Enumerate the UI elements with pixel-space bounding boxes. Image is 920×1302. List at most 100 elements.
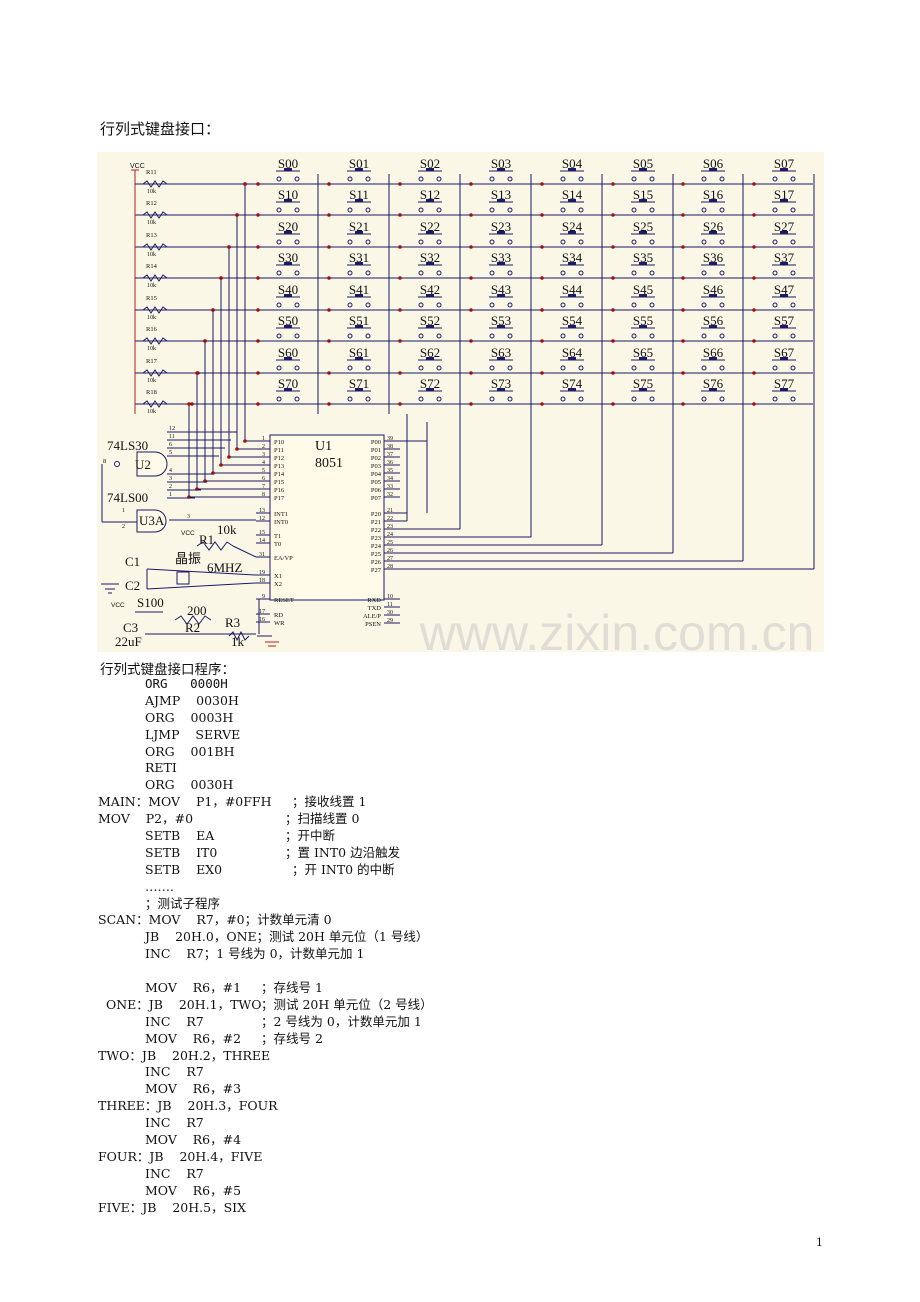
resistor-zigzag	[142, 306, 168, 314]
key-plunger	[426, 325, 434, 328]
key-label: S61	[349, 345, 369, 360]
key-label: S74	[562, 376, 583, 391]
key-contact	[701, 365, 707, 371]
code-comment: ；接收线置 1	[292, 794, 367, 810]
key-label: S13	[491, 187, 511, 202]
gate-u2-pin: 8	[103, 458, 106, 465]
key-plunger	[426, 168, 434, 171]
key-label: S01	[349, 156, 369, 171]
chip-name: U1	[315, 439, 332, 454]
junction-dot	[611, 402, 615, 406]
resistor-value: 10k	[147, 283, 156, 289]
junction-dot	[611, 245, 615, 249]
key-contact	[276, 365, 282, 371]
key-contact	[772, 333, 778, 339]
key-plunger	[639, 168, 647, 171]
key-label: S75	[633, 376, 653, 391]
code-line: ORG 0030H	[0, 777, 920, 794]
page-title: 行列式键盘接口：	[100, 120, 221, 138]
gate-u3a-pin-a: 1	[122, 508, 125, 514]
key-contact	[347, 176, 353, 182]
key-plunger	[709, 168, 717, 171]
key-plunger	[709, 231, 717, 234]
key-label: S14	[562, 187, 583, 202]
code-instruction: ORG 0030H	[145, 777, 234, 793]
key-contact	[649, 333, 655, 339]
junction-dot	[469, 245, 473, 249]
chip-part: 8051	[315, 456, 343, 471]
key-label: S46	[703, 282, 724, 297]
junction-dot	[681, 245, 685, 249]
code-label: MOV P2，#0	[98, 811, 194, 827]
gate-input-pin-number: 5	[169, 450, 172, 456]
key-contact	[276, 270, 282, 276]
junction-dot	[398, 245, 402, 249]
key-label: S72	[420, 376, 440, 391]
key-contact	[276, 176, 282, 182]
code-instruction: MOV R6，#1	[145, 980, 242, 996]
gate-u2-type: 74LS30	[107, 438, 148, 453]
key-contact	[719, 239, 725, 245]
key-label: S77	[774, 376, 795, 391]
key-plunger	[568, 262, 576, 265]
junction-dot	[540, 402, 544, 406]
key-contact	[701, 302, 707, 308]
key-contact	[436, 396, 442, 402]
gate-input-pin-number: 2	[169, 484, 172, 490]
code-instruction: INC R7	[145, 1064, 204, 1080]
key-label: S73	[491, 376, 511, 391]
code-line: INC R7；1 号线为 0，计数单元加 1	[0, 946, 920, 963]
key-label: S62	[420, 345, 440, 360]
code-instruction: RETI	[145, 760, 177, 776]
junction-dot	[752, 402, 756, 406]
chip-pin-label: RXD	[367, 597, 381, 604]
key-plunger	[284, 357, 292, 360]
key-label: S44	[562, 282, 583, 297]
key-contact	[418, 396, 424, 402]
r1-name: R1	[199, 532, 214, 547]
vcc-label: VCC	[130, 163, 145, 170]
key-plunger	[355, 199, 363, 202]
r1-value: 10k	[217, 522, 237, 537]
key-contact	[772, 365, 778, 371]
key-label: S65	[633, 345, 653, 360]
resistor-label: R15	[146, 295, 157, 302]
key-plunger	[568, 199, 576, 202]
key-label: S07	[774, 156, 795, 171]
key-contact	[418, 333, 424, 339]
code-line: MOV R6，#2；存线号 2	[0, 1031, 920, 1048]
junction-dot	[195, 371, 199, 375]
gate-input-pin-number: 6	[169, 442, 172, 448]
chip-pin-number: 7	[262, 484, 265, 490]
key-contact	[578, 302, 584, 308]
junction-dot	[256, 308, 260, 312]
key-contact	[631, 302, 637, 308]
junction-dot	[681, 182, 685, 186]
key-contact	[436, 333, 442, 339]
key-plunger	[780, 388, 788, 391]
junction-dot	[540, 182, 544, 186]
key-label: S47	[774, 282, 795, 297]
key-contact	[276, 396, 282, 402]
chip-pin-label: P13	[274, 463, 284, 470]
code-instruction: INC R7	[145, 1013, 204, 1029]
key-label: S54	[562, 313, 583, 328]
code-line: SCAN：MOV R7，#0；计数单元清 0	[0, 912, 920, 929]
code-instruction: …….	[145, 878, 174, 894]
key-plunger	[426, 294, 434, 297]
chip-pin-number: 26	[387, 548, 393, 554]
key-contact	[489, 333, 495, 339]
chip-pin-number: 16	[259, 617, 265, 623]
key-label: S70	[278, 376, 298, 391]
key-label: S60	[278, 345, 298, 360]
page-number: 1	[816, 1236, 823, 1249]
junction-dot	[219, 463, 223, 467]
resistor-label: R11	[146, 169, 157, 176]
chip-pin-label: ALE/P	[363, 613, 381, 620]
key-plunger	[780, 357, 788, 360]
code-line: MOV R6，#5	[0, 1183, 920, 1200]
code-line: INC R7	[0, 1166, 920, 1183]
code-line: JB 20H.0，ONE；测试 20H 单元位（1 号线）	[0, 929, 920, 946]
junction-dot	[256, 182, 260, 186]
